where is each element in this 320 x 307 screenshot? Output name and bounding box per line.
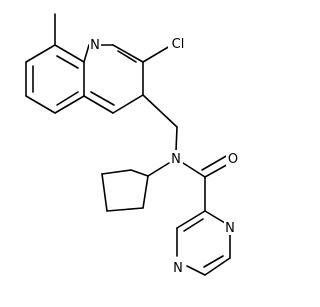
atom-label-n-pyrazine-top: N: [225, 221, 235, 236]
n-carbonyl-bond: [182, 162, 206, 178]
atom-label-n-quinoline: N: [90, 38, 100, 53]
atom-label-cl: Cl: [172, 37, 185, 52]
n-cyclopentyl-bond: [147, 162, 170, 177]
molecule-drawing: N Cl N O N N: [25, 13, 240, 276]
quinoline-benzene-ring: [25, 44, 85, 114]
cyclopentyl-ring: [101, 169, 149, 212]
carbonyl-double-bond-2: [201, 154, 229, 171]
atom-label-o-carbonyl: O: [228, 152, 238, 167]
quinoline-pyridine-ring: [83, 44, 144, 114]
methylene-bond: [142, 94, 178, 128]
pyrazine-ring: [176, 210, 231, 276]
atom-label-n-pyrazine-bottom: N: [173, 261, 183, 276]
chloro-bond: [142, 45, 171, 63]
methylene-n-bond: [175, 126, 178, 152]
atom-label-n-amide: N: [171, 152, 181, 167]
structure-canvas: N Cl N O N N: [25, 13, 240, 276]
